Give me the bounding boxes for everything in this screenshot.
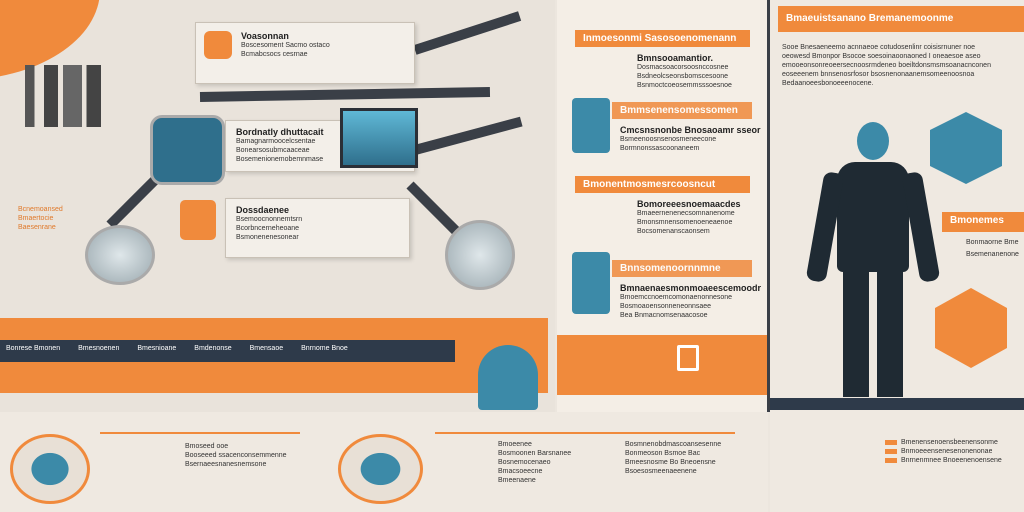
badge: Bmonemes (942, 212, 1024, 232)
device-icon (572, 98, 610, 153)
lens-bottom-1 (10, 434, 90, 504)
info-card-1: Voasonnan Boscesoment Sacmo ostaco Bcmab… (195, 22, 415, 84)
legend-item: Bnmoeeensenesenonenonae (885, 447, 1002, 456)
conveyor-rail (199, 86, 491, 102)
orange-icon-box (180, 200, 216, 240)
lens-right (445, 220, 515, 290)
section-3: Bmonentmosmesrcoosncut Bomoreeesnoemaacd… (575, 176, 750, 236)
device-icon (572, 252, 610, 314)
left-panel: Voasonnan Boscesoment Sacmo ostaco Bcmab… (0, 0, 555, 412)
mid-panel: Inmoesonmi Sasosoenomenann Bmnsooamantio… (557, 0, 767, 412)
side-labels: Bcnemoansed Bmaertocie Baesenrane (18, 206, 63, 231)
legend-item: Bmenensenoensbeenensonme (885, 438, 1002, 447)
hexagon-icon (930, 112, 1002, 184)
info-card-3: Dossdaenee Bsemoocnonnemtsrn Bcorbncerne… (225, 198, 410, 258)
right-header: Bmaeuistsanano Bremanemoonme (778, 6, 1024, 32)
lens-bottom-2 (338, 434, 423, 504)
legend-item: Bnrnenmnee Bnoeenenoensene (885, 456, 1002, 465)
orange-footer-block (557, 335, 767, 395)
human-figure (805, 122, 941, 397)
hexagon-icon (935, 288, 1007, 368)
panel-divider (767, 0, 770, 412)
section-1: Inmoesonmi Sasosoenomenann Bmnsooamantio… (575, 30, 750, 90)
conveyor-rail (413, 11, 522, 55)
bottom-strip: Bmoseed ooe Booseeed ssacenconsemmenne B… (0, 412, 768, 512)
lens-left (85, 225, 155, 285)
card-title: Voasonnan (241, 31, 289, 41)
server-lens (150, 115, 225, 185)
home-icon (677, 345, 699, 371)
conveyor-rail (413, 116, 523, 155)
right-panel: Bmaeuistsanano Bremanemoonme Sooe Bnesae… (770, 0, 1024, 512)
conveyor-labels: Bonrese Bmonen Bmesnoenen Bmesnioane Bmd… (0, 340, 455, 362)
right-paragraph: Sooe Bnesaeneemo acnnaeoe cotudosenlinr … (782, 44, 991, 87)
monitor (340, 108, 418, 168)
robot-base (478, 345, 538, 410)
city-skyline (25, 65, 120, 127)
legend: Bmenensenoensbeenensonme Bnmoeeensenesen… (885, 438, 1002, 465)
section-4: Bnnsomenoornnmne Bmnaenaesmonmoaeescemoo… (612, 260, 761, 320)
section-2: Bmmsenensomessomen Cmcsnsnonbe Bnosaoamr… (612, 102, 761, 153)
floor-bar (770, 398, 1024, 410)
